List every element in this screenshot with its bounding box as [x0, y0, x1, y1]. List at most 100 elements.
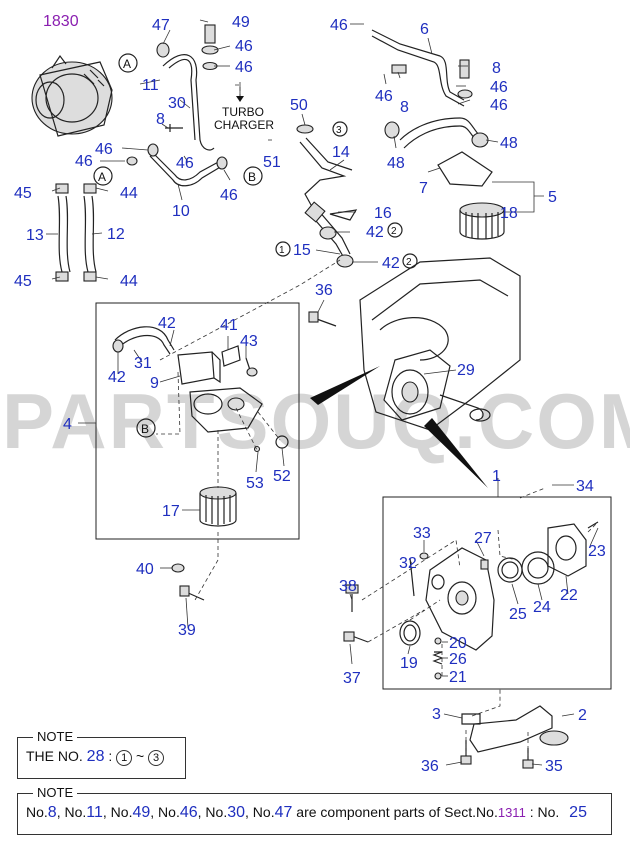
reference-2-a: 2 — [387, 222, 403, 238]
callout-26[interactable]: 26 — [449, 651, 467, 668]
callout-46[interactable]: 46 — [375, 88, 393, 105]
note-no-label: No. — [205, 804, 228, 820]
callout-11[interactable]: 11 — [142, 77, 159, 94]
callout-27[interactable]: 27 — [474, 530, 492, 547]
engine-block-part — [359, 257, 521, 431]
note-prefix: THE NO. — [26, 748, 83, 764]
callout-1[interactable]: 1 — [492, 468, 501, 485]
callout-35[interactable]: 35 — [545, 758, 563, 775]
oil-filter-part-18 — [459, 202, 505, 240]
callout-49[interactable]: 49 — [232, 14, 250, 31]
callout-5[interactable]: 5 — [548, 189, 557, 206]
callout-25[interactable]: 25 — [509, 606, 527, 623]
callout-46[interactable]: 46 — [75, 153, 93, 170]
note-number-28[interactable]: 28 — [86, 748, 105, 765]
oil-hoses-part — [55, 183, 97, 282]
callout-45[interactable]: 45 — [14, 273, 32, 290]
svg-text:2: 2 — [391, 226, 397, 237]
svg-text:B: B — [248, 170, 256, 184]
callout-31[interactable]: 31 — [134, 355, 152, 372]
note-comma: , — [245, 804, 253, 820]
callout-46[interactable]: 46 — [176, 155, 194, 172]
callout-13[interactable]: 13 — [26, 227, 44, 244]
callout-37[interactable]: 37 — [343, 670, 361, 687]
callout-45[interactable]: 45 — [14, 185, 32, 202]
callout-1830[interactable]: 1830 — [43, 13, 79, 30]
callout-48[interactable]: 48 — [500, 135, 518, 152]
callout-34[interactable]: 34 — [576, 478, 594, 495]
note-link-30[interactable]: 30 — [227, 804, 246, 821]
note-circled-3: 3 — [148, 750, 165, 766]
callout-46[interactable]: 46 — [330, 17, 348, 34]
callout-46[interactable]: 46 — [235, 59, 253, 76]
callout-51[interactable]: 51 — [263, 154, 281, 171]
callout-46[interactable]: 46 — [490, 97, 508, 114]
note-link-49[interactable]: 49 — [132, 804, 151, 821]
callout-52[interactable]: 52 — [273, 468, 291, 485]
callout-17[interactable]: 17 — [162, 503, 180, 520]
callout-50[interactable]: 50 — [290, 97, 308, 114]
note-link-25[interactable]: 25 — [569, 804, 587, 821]
callout-32[interactable]: 32 — [399, 555, 417, 572]
callout-53[interactable]: 53 — [246, 475, 264, 492]
callout-15[interactable]: 15 — [293, 242, 311, 259]
callout-18[interactable]: 18 — [500, 205, 518, 222]
oil-return-pipe-part — [371, 29, 493, 187]
callout-47[interactable]: 47 — [152, 17, 170, 34]
callout-42[interactable]: 42 — [382, 255, 400, 272]
note-link-11[interactable]: 11 — [86, 804, 103, 821]
callout-3[interactable]: 3 — [432, 706, 441, 723]
callout-46[interactable]: 46 — [95, 141, 113, 158]
callout-6[interactable]: 6 — [420, 21, 429, 38]
callout-41[interactable]: 41 — [220, 317, 238, 334]
callout-43[interactable]: 43 — [240, 333, 258, 350]
callout-36[interactable]: 36 — [315, 282, 333, 299]
callout-29[interactable]: 29 — [457, 362, 475, 379]
callout-44[interactable]: 44 — [120, 185, 138, 202]
callout-42[interactable]: 42 — [366, 224, 384, 241]
callout-20[interactable]: 20 — [449, 635, 467, 652]
note-text-1: THE NO. 28 : 1 ~ 3 — [26, 748, 165, 766]
callout-7[interactable]: 7 — [419, 180, 428, 197]
callout-16[interactable]: 16 — [374, 205, 392, 222]
callout-9[interactable]: 9 — [150, 375, 159, 392]
callout-2[interactable]: 2 — [578, 707, 587, 724]
callout-44[interactable]: 44 — [120, 273, 138, 290]
pointer-wedge-right — [424, 418, 488, 488]
note-link-47[interactable]: 47 — [274, 804, 293, 821]
callout-23[interactable]: 23 — [588, 543, 606, 560]
note-circled-1: 1 — [116, 750, 133, 766]
callout-33[interactable]: 33 — [413, 525, 431, 542]
callout-10[interactable]: 10 — [172, 203, 190, 220]
callout-22[interactable]: 22 — [560, 587, 578, 604]
callout-19[interactable]: 19 — [400, 655, 418, 672]
callout-4[interactable]: 4 — [63, 416, 72, 433]
callout-42[interactable]: 42 — [108, 369, 126, 386]
callout-46[interactable]: 46 — [490, 79, 508, 96]
callout-8[interactable]: 8 — [400, 99, 409, 116]
oil-pump-group-box — [382, 496, 612, 690]
callout-21[interactable]: 21 — [449, 669, 467, 686]
note-link-46[interactable]: 46 — [179, 804, 198, 821]
callout-8[interactable]: 8 — [492, 60, 501, 77]
note-title-2: NOTE — [33, 785, 78, 800]
callout-46[interactable]: 46 — [235, 38, 253, 55]
callout-39[interactable]: 39 — [178, 622, 196, 639]
callout-36[interactable]: 36 — [421, 758, 439, 775]
oil-filter-part-17 — [199, 486, 237, 527]
callout-40[interactable]: 40 — [136, 561, 154, 578]
callout-8[interactable]: 8 — [156, 111, 165, 128]
note-no-label: No. — [158, 804, 180, 820]
callout-30[interactable]: 30 — [168, 95, 186, 112]
callout-48[interactable]: 48 — [387, 155, 405, 172]
oil-strainer-part — [460, 705, 569, 769]
callout-24[interactable]: 24 — [533, 599, 551, 616]
callout-38[interactable]: 38 — [339, 578, 357, 595]
note-section-link-1311[interactable]: 1311 — [497, 805, 526, 820]
callout-42[interactable]: 42 — [158, 315, 176, 332]
callout-46[interactable]: 46 — [220, 187, 238, 204]
callout-12[interactable]: 12 — [107, 226, 125, 243]
note-link-8[interactable]: 8 — [47, 804, 57, 821]
bolts-part — [171, 311, 369, 643]
callout-14[interactable]: 14 — [332, 144, 350, 161]
